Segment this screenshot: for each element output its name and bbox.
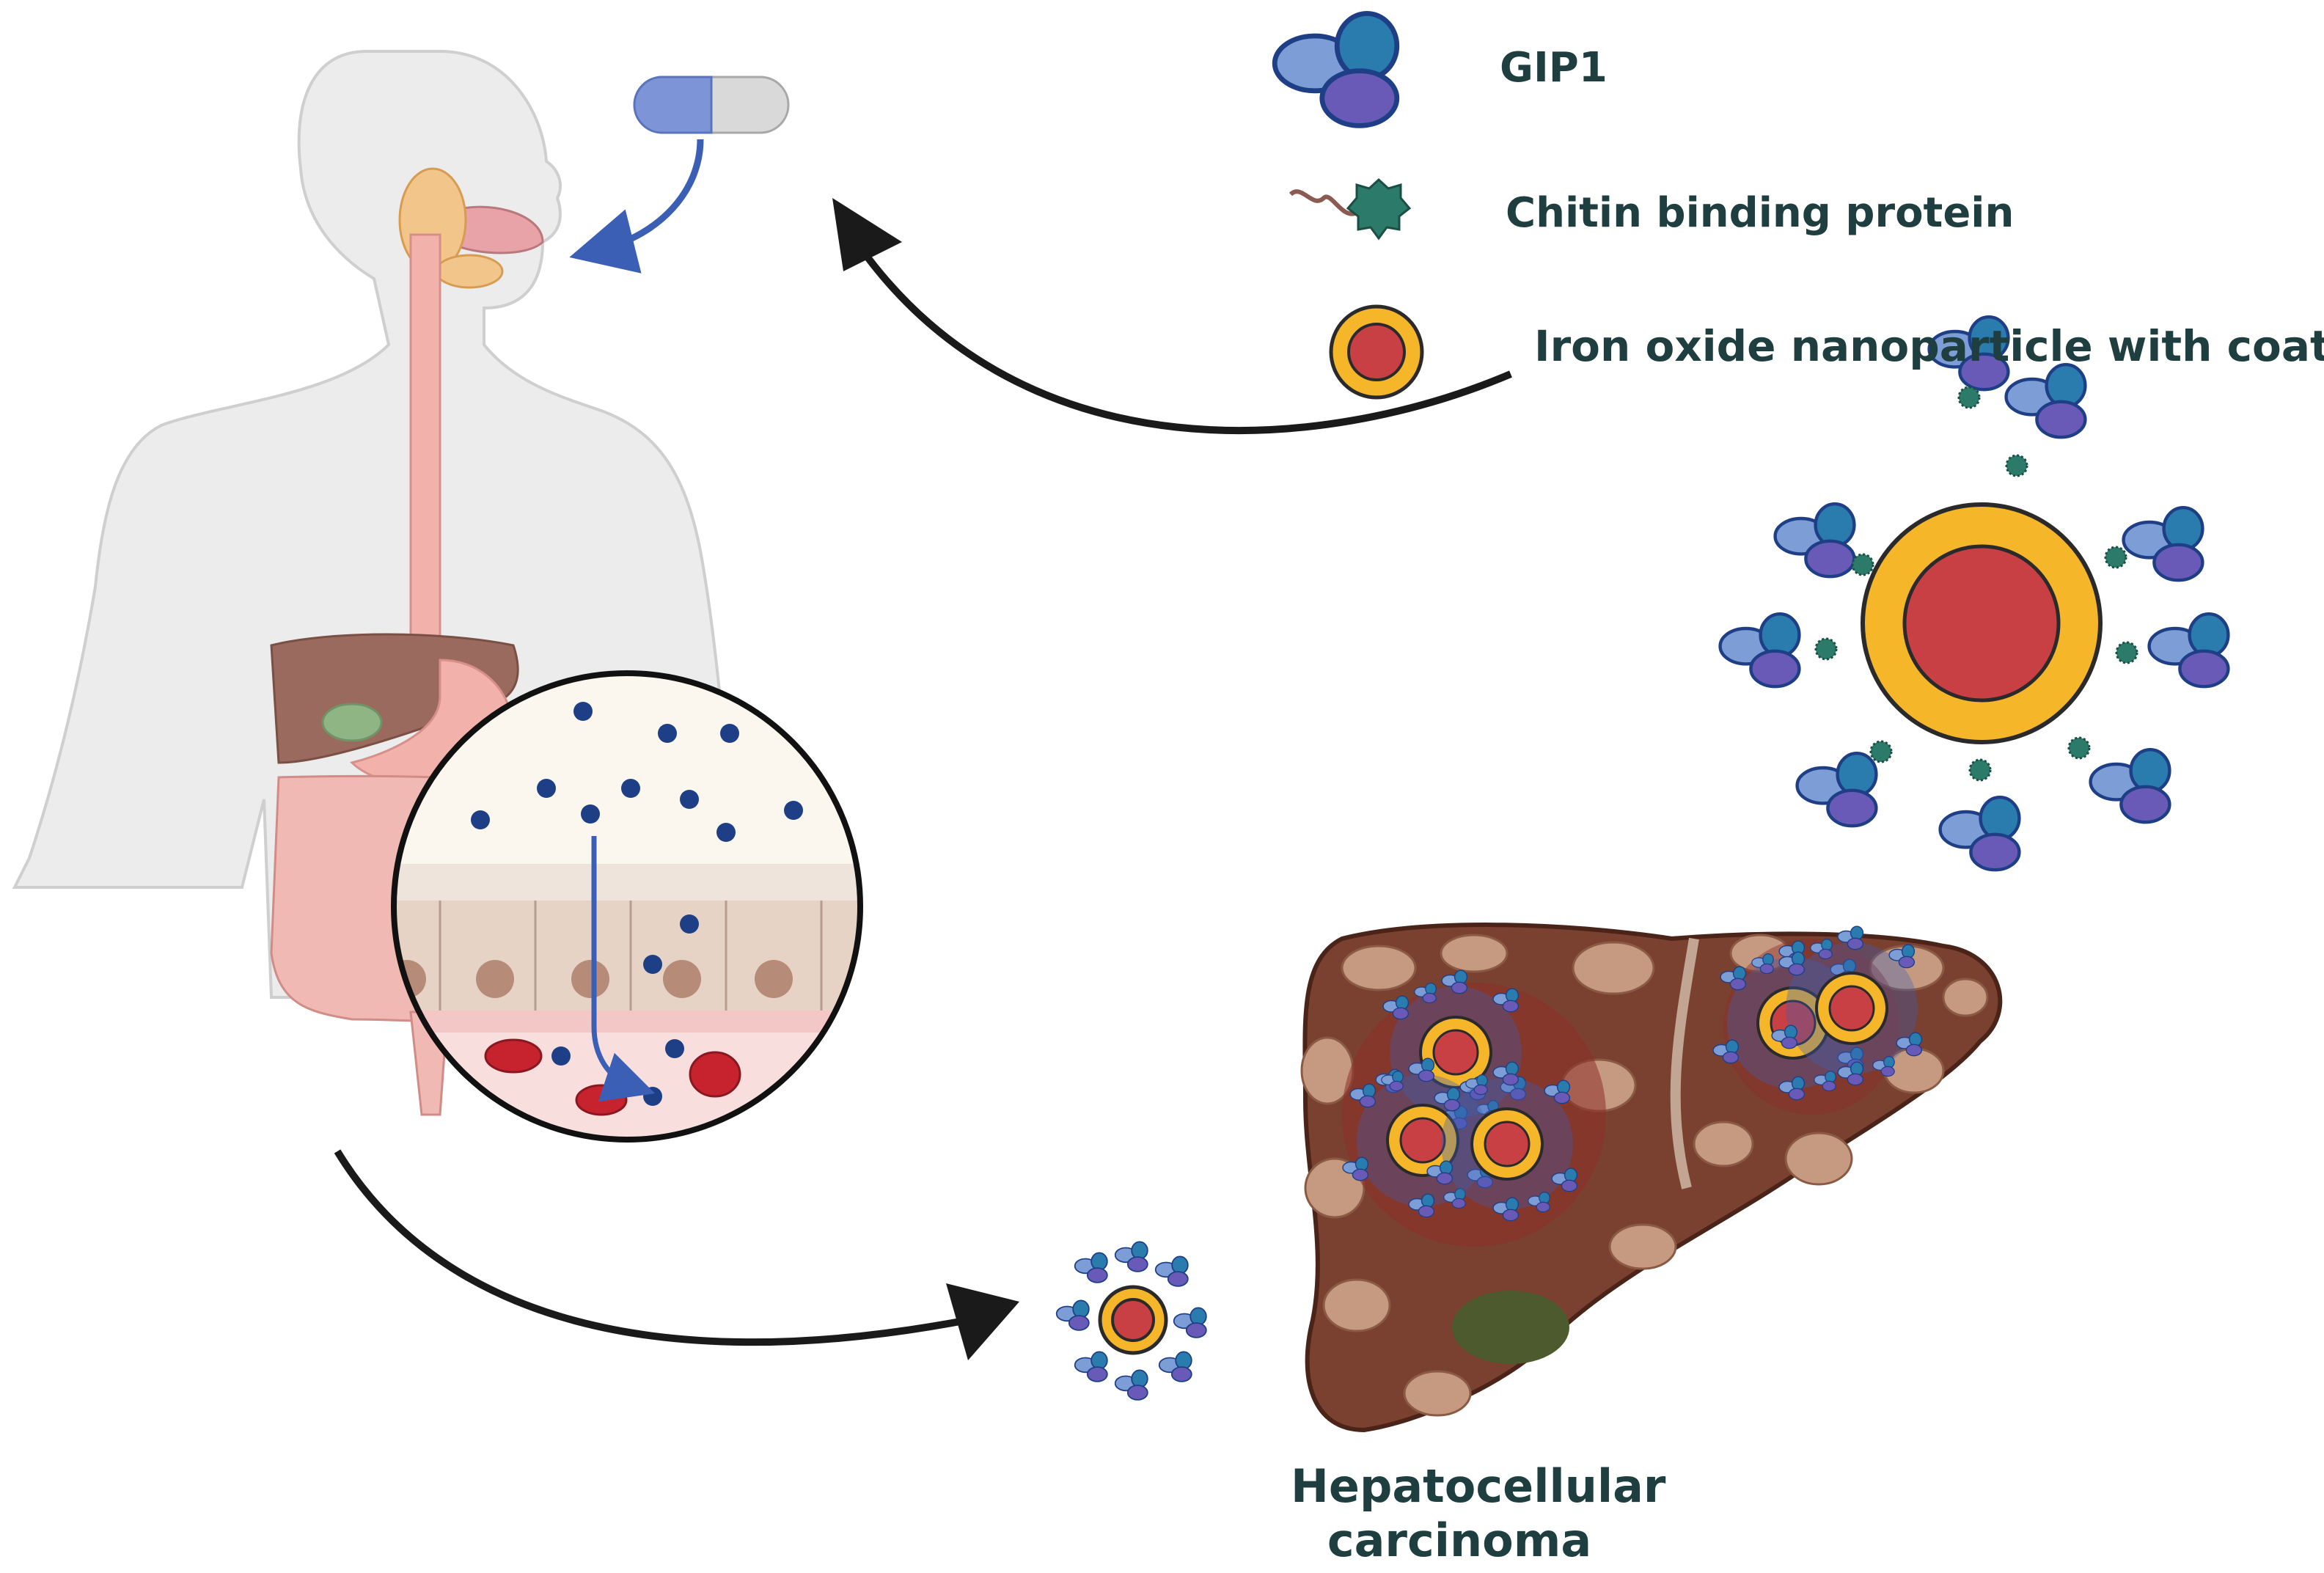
arrowhead-to-body bbox=[832, 198, 902, 271]
liver-gallbladder bbox=[1452, 1291, 1569, 1364]
capsule-to-mouth-arrow bbox=[569, 139, 704, 274]
functionalized-nanoparticle-small bbox=[1055, 1241, 1207, 1401]
gip1-legend-icon bbox=[1275, 13, 1397, 125]
functionalized-nanoparticle-large bbox=[1720, 317, 2229, 870]
mouth-cavity bbox=[446, 205, 544, 254]
hcc-label-line1: Hepatocellular bbox=[1291, 1459, 1666, 1513]
arrowhead-to-liver bbox=[946, 1283, 1019, 1360]
gallbladder bbox=[321, 703, 383, 742]
hepatocellular-carcinoma-label: Hepatocellular carcinoma bbox=[1291, 1459, 1666, 1568]
legend-chitin-binding-protein-label: Chitin binding protein bbox=[1506, 189, 2015, 237]
esophagus bbox=[409, 233, 441, 647]
liver-ligament bbox=[1670, 937, 1699, 1189]
legend-iron-oxide-nanoparticle-label: Iron oxide nanoparticle with coating bbox=[1534, 321, 2324, 371]
hcc-label-line2: carcinoma bbox=[1327, 1514, 1592, 1567]
liver-with-carcinoma bbox=[1300, 923, 2003, 1433]
iron-oxide-nanoparticle-legend-icon bbox=[1329, 304, 1424, 400]
salivary-gland-lower bbox=[435, 254, 504, 289]
arrow-body-to-liver bbox=[334, 1149, 969, 1346]
chitin-binding-protein-legend-icon bbox=[1289, 177, 1412, 241]
legend-gip1-label: GIP1 bbox=[1500, 44, 1608, 92]
arrow-legend-to-body bbox=[858, 247, 1512, 434]
oral-capsule bbox=[633, 76, 790, 134]
